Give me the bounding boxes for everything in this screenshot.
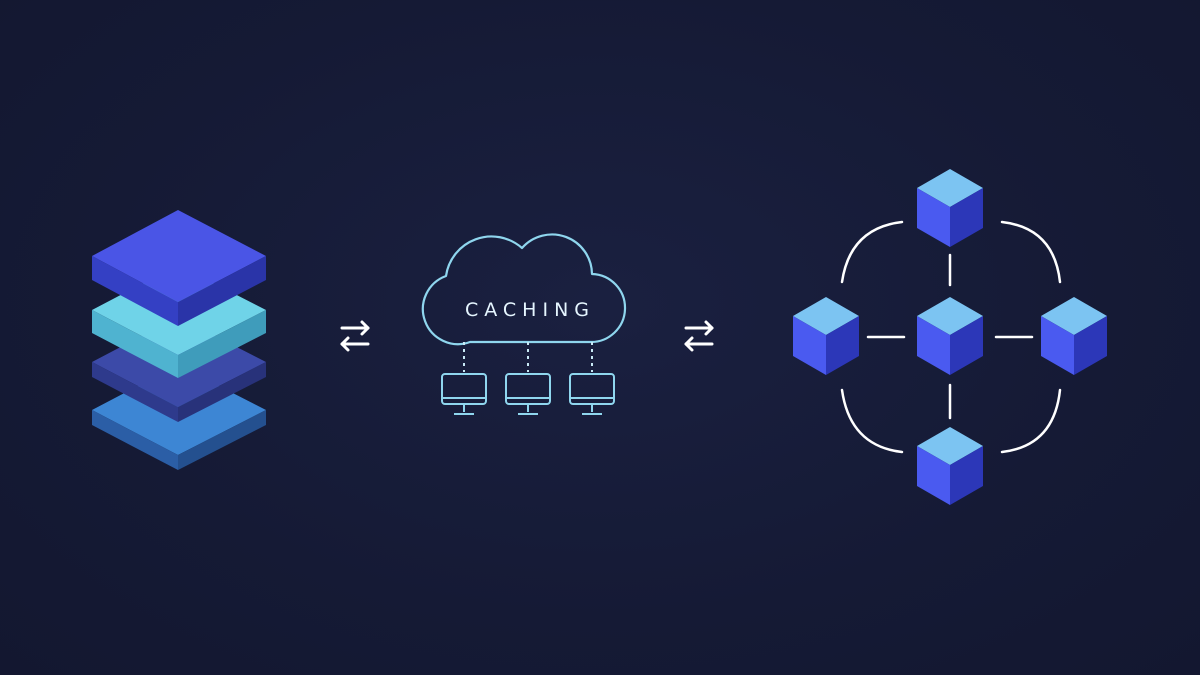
network-nodes bbox=[793, 169, 1107, 505]
monitor-icon bbox=[505, 373, 551, 415]
monitor-icon bbox=[569, 373, 615, 415]
database-layers-icon bbox=[92, 210, 266, 470]
cache-label: CACHING bbox=[465, 299, 595, 321]
swap-arrows-icon bbox=[684, 320, 714, 352]
cube-node-bottom bbox=[917, 427, 983, 505]
cube-node-right bbox=[1041, 297, 1107, 375]
network-arc bbox=[840, 220, 904, 284]
cloud-icon bbox=[421, 233, 627, 346]
cube-node-left bbox=[793, 297, 859, 375]
cube-node-center bbox=[917, 297, 983, 375]
network-arc bbox=[1000, 220, 1062, 284]
cube-node-top bbox=[917, 169, 983, 247]
cache-group: CACHING bbox=[421, 233, 627, 415]
network-arc bbox=[1000, 388, 1062, 454]
network-arc bbox=[840, 388, 904, 454]
monitor-icon bbox=[441, 373, 487, 415]
node-network-icon bbox=[840, 220, 1062, 454]
swap-arrows-icon bbox=[340, 320, 370, 352]
db-layer-top bbox=[92, 210, 266, 326]
